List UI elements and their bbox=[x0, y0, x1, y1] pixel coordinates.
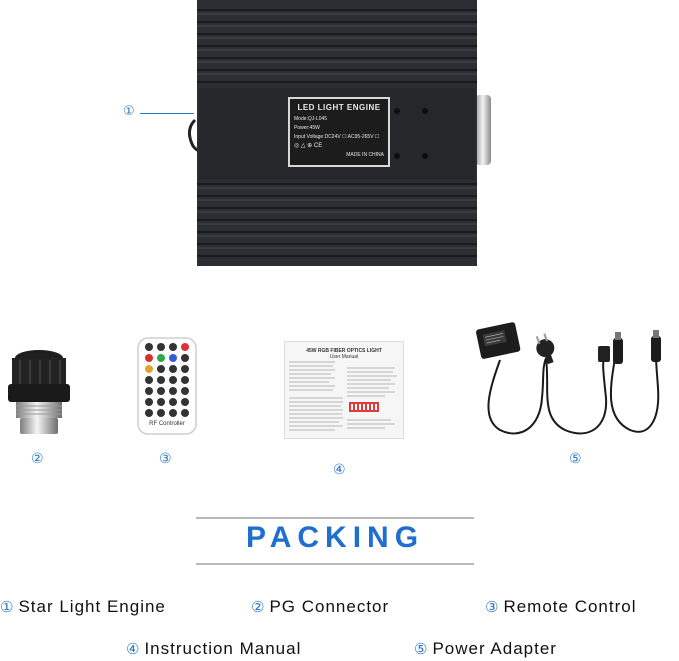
engine-label-voltage: Input Voltage:DC24V ☐ AC95-265V ☐ bbox=[294, 134, 380, 140]
legend-num-5: ⑤ bbox=[414, 640, 429, 658]
legend-label-2: PG Connector bbox=[269, 597, 390, 616]
rf-remote-image: RF Controller bbox=[137, 337, 197, 435]
power-adapter-image bbox=[470, 318, 666, 448]
manual-subtitle: User Manual bbox=[329, 354, 359, 360]
packing-title: PACKING bbox=[245, 521, 425, 554]
engine-label-title: LED LIGHT ENGINE bbox=[297, 103, 381, 112]
legend-num-1: ① bbox=[0, 598, 15, 616]
item-number-5: ⑤ bbox=[569, 451, 582, 467]
item-number-4: ④ bbox=[333, 462, 346, 478]
legend-num-3: ③ bbox=[485, 598, 500, 616]
packing-top-rule bbox=[196, 517, 474, 519]
legend-label-3: Remote Control bbox=[503, 597, 637, 616]
callout-number-1: ① bbox=[123, 104, 135, 119]
packing-bottom-rule bbox=[196, 563, 474, 565]
manual-text-lines bbox=[289, 361, 397, 431]
engine-label-certs: ◎ △ ⊕ CE bbox=[294, 143, 323, 149]
legend-num-4: ④ bbox=[126, 640, 141, 658]
legend-num-2: ② bbox=[251, 598, 266, 616]
engine-label-made-in: MADE IN CHINA bbox=[346, 152, 384, 158]
instruction-manual-image: 45W RGB FIBER OPTICS LIGHT User Manual bbox=[284, 341, 404, 439]
pg-connector-image bbox=[6, 348, 72, 436]
manual-title: 45W RGB FIBER OPTICS LIGHT bbox=[306, 348, 382, 354]
legend-label-4: Instruction Manual bbox=[144, 639, 302, 658]
engine-spec-label: LED LIGHT ENGINE Mode:QJ-L045 Power:45W … bbox=[288, 97, 390, 167]
legend-label-5: Power Adapter bbox=[432, 639, 557, 658]
item-number-2: ② bbox=[31, 451, 44, 467]
item-number-3: ③ bbox=[159, 451, 172, 467]
callout-leader-line bbox=[140, 113, 194, 114]
engine-label-power: Power:45W bbox=[294, 125, 320, 131]
engine-label-model: Mode:QJ-L045 bbox=[294, 116, 328, 122]
remote-label: RF Controller bbox=[149, 421, 185, 427]
legend-label-1: Star Light Engine bbox=[18, 597, 166, 616]
